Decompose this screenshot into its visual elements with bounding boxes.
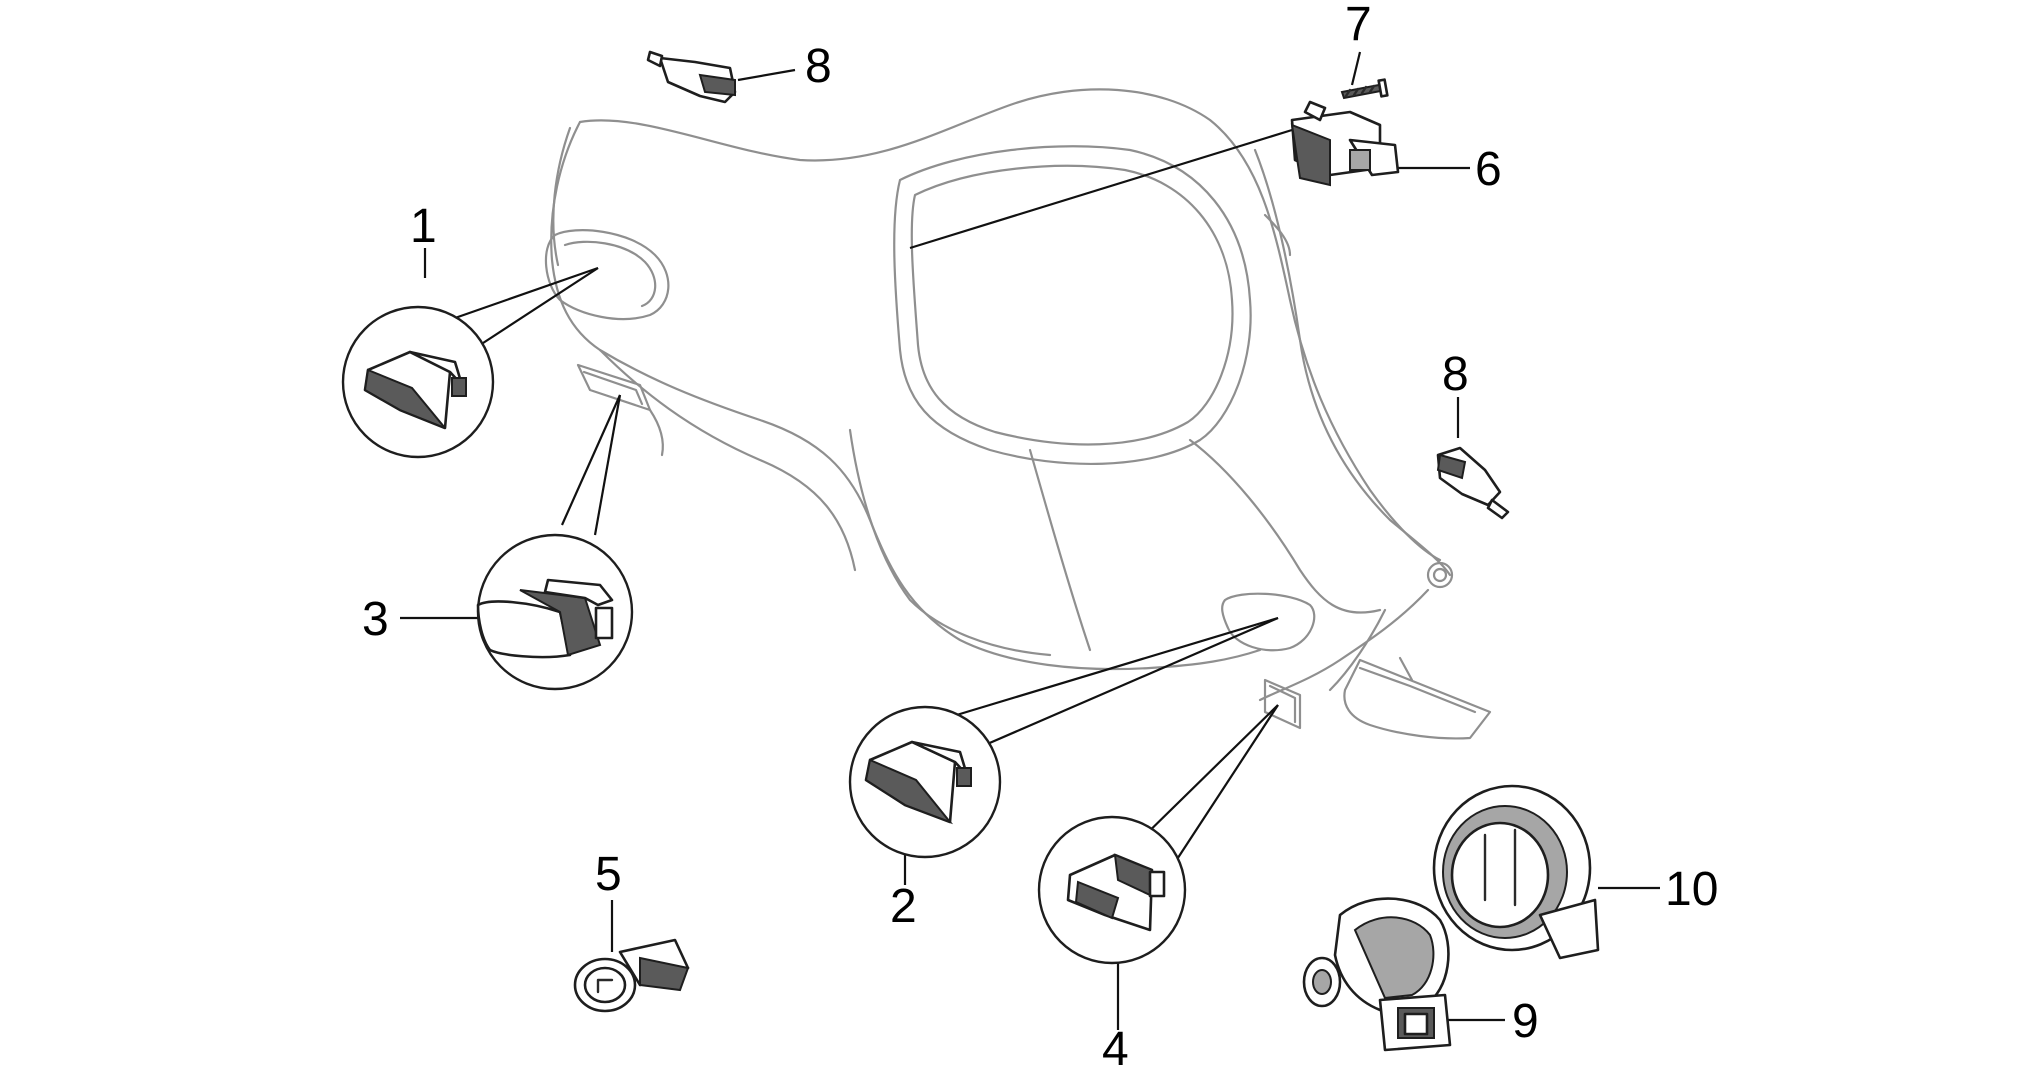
part-labels: 1 2 3 4 5 6 7 8 8 9 10 — [362, 0, 1718, 1068]
callout-circle-3 — [476, 533, 634, 691]
callout-circle-2 — [848, 705, 1002, 859]
part-10-bezel-ring — [1432, 784, 1600, 960]
part-5-power-socket — [573, 938, 690, 1013]
part-8-bulb-right — [1436, 446, 1510, 520]
label-part-7: 7 — [1345, 0, 1372, 51]
part-9-ignition-switch — [1302, 897, 1452, 1052]
part-6-switch — [1290, 100, 1400, 187]
label-part-6: 6 — [1475, 143, 1502, 196]
callout-circle-4 — [1037, 815, 1187, 965]
label-part-10: 10 — [1665, 863, 1718, 916]
part-8-bulb-top — [646, 50, 737, 104]
label-part-2: 2 — [890, 880, 917, 933]
label-part-8-top: 8 — [805, 40, 832, 93]
label-part-8-right: 8 — [1442, 348, 1469, 401]
leader-lines — [400, 51, 1660, 1030]
label-part-4: 4 — [1102, 1023, 1129, 1068]
handlebar-cover-body — [544, 88, 1492, 740]
callout-circle-1 — [341, 305, 495, 459]
label-part-9: 9 — [1512, 995, 1539, 1048]
label-part-5: 5 — [595, 848, 622, 901]
part-7-screw — [1340, 78, 1389, 100]
label-part-1: 1 — [410, 200, 437, 253]
label-part-3: 3 — [362, 593, 389, 646]
